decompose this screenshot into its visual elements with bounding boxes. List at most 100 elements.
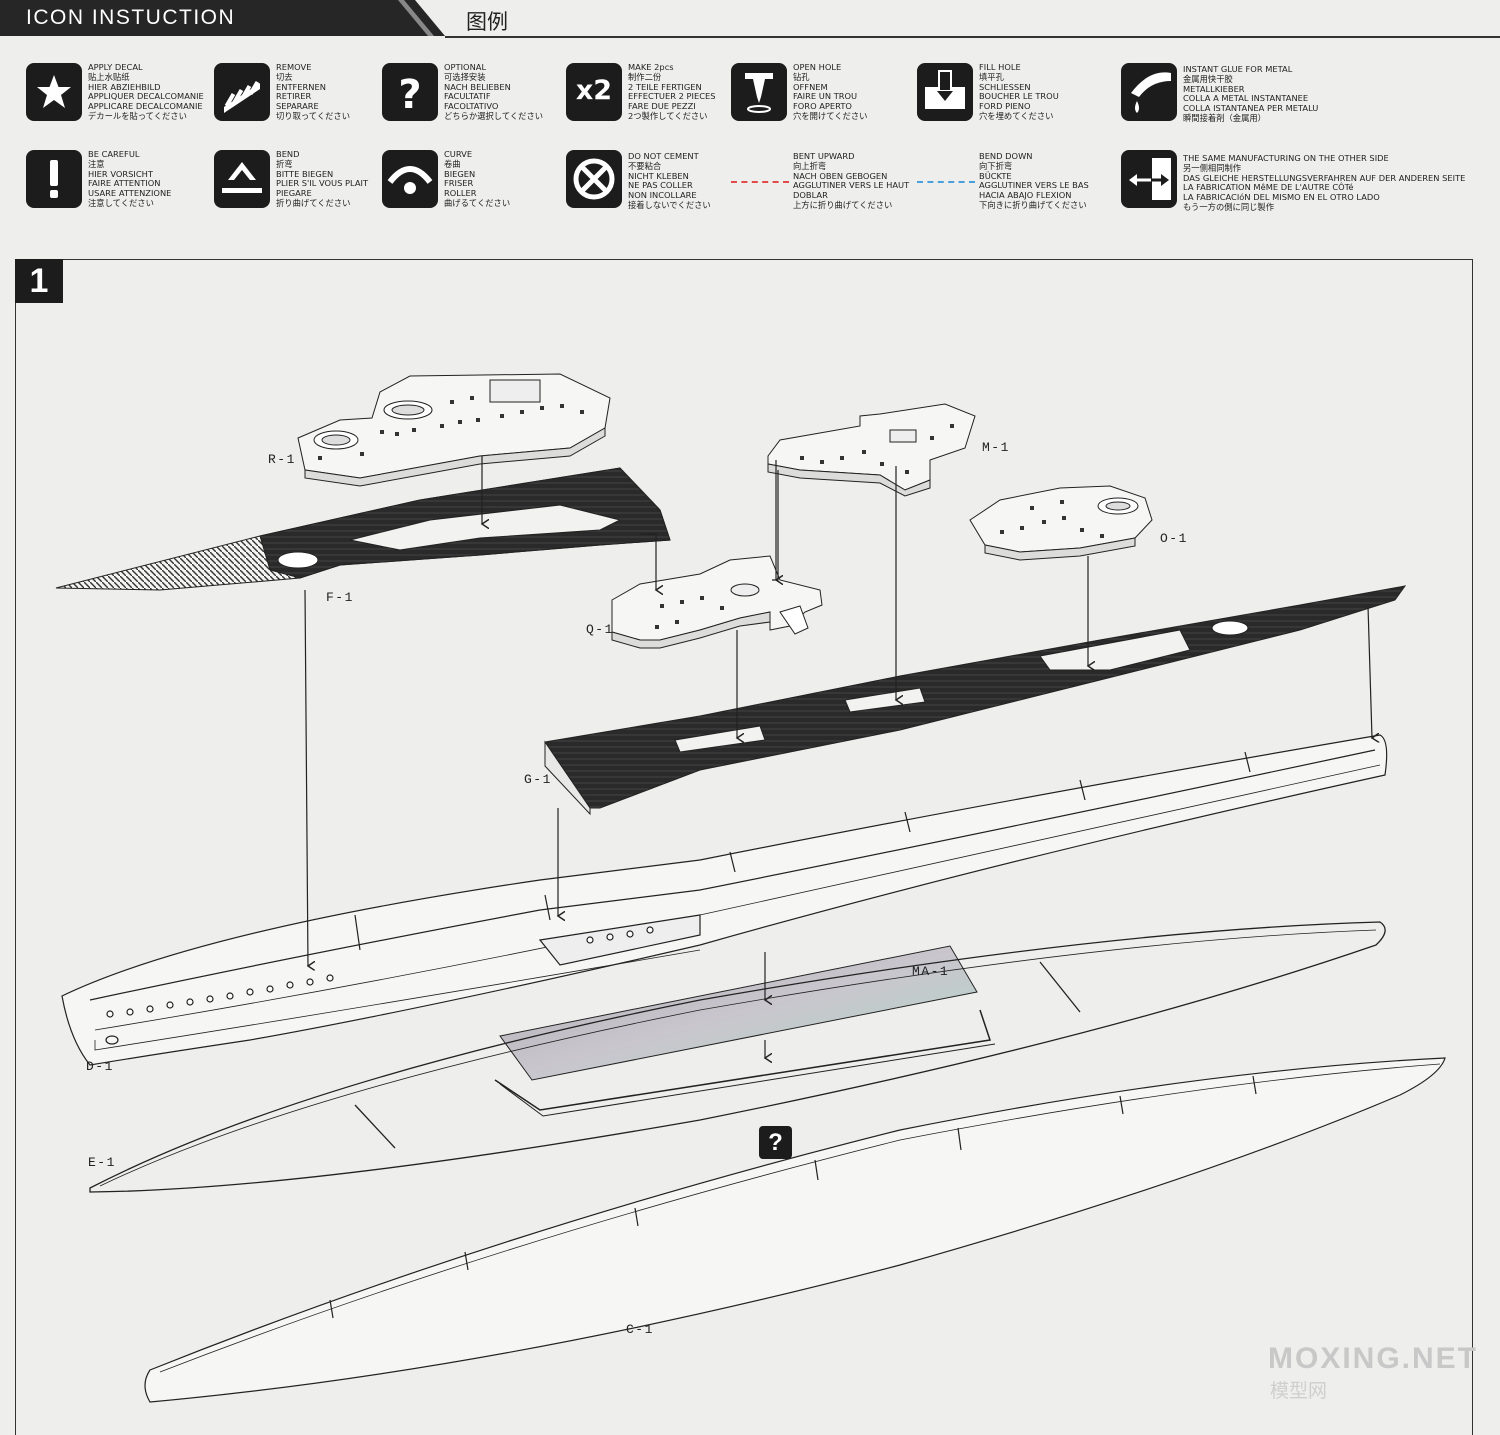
part-q1 [611,555,823,649]
exclamation-icon [26,150,82,208]
x2-icon-text: x2 [575,75,613,106]
legend-line: OPTIONAL [444,62,487,72]
legend-line: 折弯 [276,158,293,169]
legend-line: 穴を埋めてください [979,110,1054,121]
legend-line: 折り曲げてください [276,197,351,208]
legend-line: 曲げるてください [444,197,511,208]
bend-icon [214,150,270,208]
legend-line: LA FABRICATION MêME DE L'AUTRE CÔTé [1183,182,1354,193]
curve-icon [382,150,438,208]
red-dashed-line-icon [731,181,789,183]
legend-line: ENTFERNEN [276,81,326,92]
legend-line: THE SAME MANUFACTURING ON THE OTHER SIDE [1183,153,1389,163]
legend-line: 2 TEILE FERTIGEN [628,81,702,92]
legend-line: HACIA ABAJO FLEXION [979,190,1072,201]
part-label-r1: R-1 [268,452,296,467]
legend-line: FACOLTATIVO [444,101,499,112]
part-m1 [767,403,976,497]
part-label-e1: E-1 [88,1155,116,1170]
part-label-c1: C-1 [626,1322,654,1337]
legend-line: 注意 [88,158,105,169]
legend-line: APPLIQUER DECALCOMANIE [88,91,204,102]
part-label-o1: O-1 [1160,531,1188,546]
legend-line: FORO APERTO [793,101,852,112]
fill-hole-icon [917,63,973,121]
legend-line: 向下折弯 [979,160,1013,171]
mirror-arrow-icon [1121,150,1177,208]
legend-line: 2つ製作してください [628,110,708,121]
part-d1 [61,734,1388,1066]
legend-line: COLLA ISTANTANEA PER METALU [1183,103,1319,114]
part-label-m1: M-1 [982,440,1010,455]
legend-line: BITTE BIEGEN [276,168,334,179]
legend-line: PLIER S'IL VOUS PLAIT [276,178,369,189]
legend-line: どちらか選択してください [444,110,544,121]
legend-line: CURVE [444,149,473,159]
legend-line: BOUCHER LE TROU [979,91,1059,102]
legend-line: 填平孔 [979,71,1004,82]
legend-line: 接着しないでください [628,199,711,210]
legend-line: 可选择安装 [444,71,486,82]
legend-line: 贴上水贴纸 [88,71,130,82]
legend-line: COLLA A METAL INSTANTANEE [1183,93,1309,104]
legend-line: BIEGEN [444,168,476,179]
legend-line: FAIRE ATTENTION [88,178,161,189]
cut-icon [214,63,270,121]
legend-line: 钻孔 [793,71,810,82]
legend-line: INSTANT GLUE FOR METAL [1183,64,1293,74]
legend-line: もう一方の側に同じ製作 [1183,201,1275,212]
legend-line: NON INCOLLARE [628,190,697,201]
legend-line: PIEGARE [276,188,312,199]
part-label-g1: G-1 [524,772,552,787]
legend-line: MAKE 2pcs [628,62,674,72]
part-label-f1: F-1 [326,590,354,605]
optional-question-icon: ? [759,1126,792,1159]
part-c1 [144,1057,1446,1403]
part-label-ma1: MA-1 [912,964,950,979]
step-frame [15,259,1473,1435]
legend-line: SCHLIESSEN [979,81,1031,92]
part-label-q1: Q-1 [586,622,614,637]
legend-line: USARE ATTENZIONE [88,188,172,199]
x2-icon: x2 [566,63,622,121]
legend-line: RETIRER [276,91,312,102]
legend-line: REMOVE [276,62,312,72]
legend-line: BENT UPWARD [793,151,855,161]
legend-line: DO NOT CEMENT [628,151,699,161]
legend-line: APPLY DECAL [88,62,143,72]
part-r1 [297,373,611,487]
drill-icon [731,63,787,121]
legend-line: APPLICARE DECALCOMANIE [88,101,203,112]
legend-title-cn: 图例 [466,10,508,34]
legend-line: DAS GLEICHE HERSTELLUNGSVERFAHREN AUF DE… [1183,172,1466,183]
header-divider [445,36,1500,38]
legend-line: AGGLUTINER VERS LE HAUT [793,180,910,191]
legend-line: 向上折弯 [793,160,827,171]
legend-line: NICHT KLEBEN [628,170,689,181]
legend-line: FAIRE UN TROU [793,91,858,102]
legend-line: FARE DUE PEZZI [628,101,696,112]
header-banner: ICON INSTUCTION [0,0,445,38]
watermark-text-cn: 模型网 [1270,1380,1328,1402]
legend-line: デカールを貼ってください [88,110,187,121]
legend-line: FORD PIENO [979,101,1031,112]
legend-line: 上方に折り曲げてください [793,199,893,210]
legend-line: ROLLER [444,188,477,199]
legend-line: 制作二份 [628,71,662,82]
svg-text:?: ? [398,72,421,118]
legend-line: FRISER [444,178,474,189]
legend-line: EFFECTUER 2 PIECES [628,91,716,102]
legend-line: 卷曲 [444,158,461,169]
step-number: 1 [15,259,63,303]
blue-dashed-line-icon [917,181,975,183]
legend-title: ICON INSTUCTION [26,6,236,29]
glue-icon [1121,63,1177,121]
question-icon: ? [382,63,438,121]
legend-line: 另一侧相同制作 [1183,162,1242,173]
legend-line: FACULTATIF [444,91,491,102]
part-ma1 [494,945,996,1117]
legend-line: HIER VORSICHT [88,168,153,179]
no-cement-icon [566,150,622,208]
legend-line: 金属用快干胶 [1183,73,1233,84]
